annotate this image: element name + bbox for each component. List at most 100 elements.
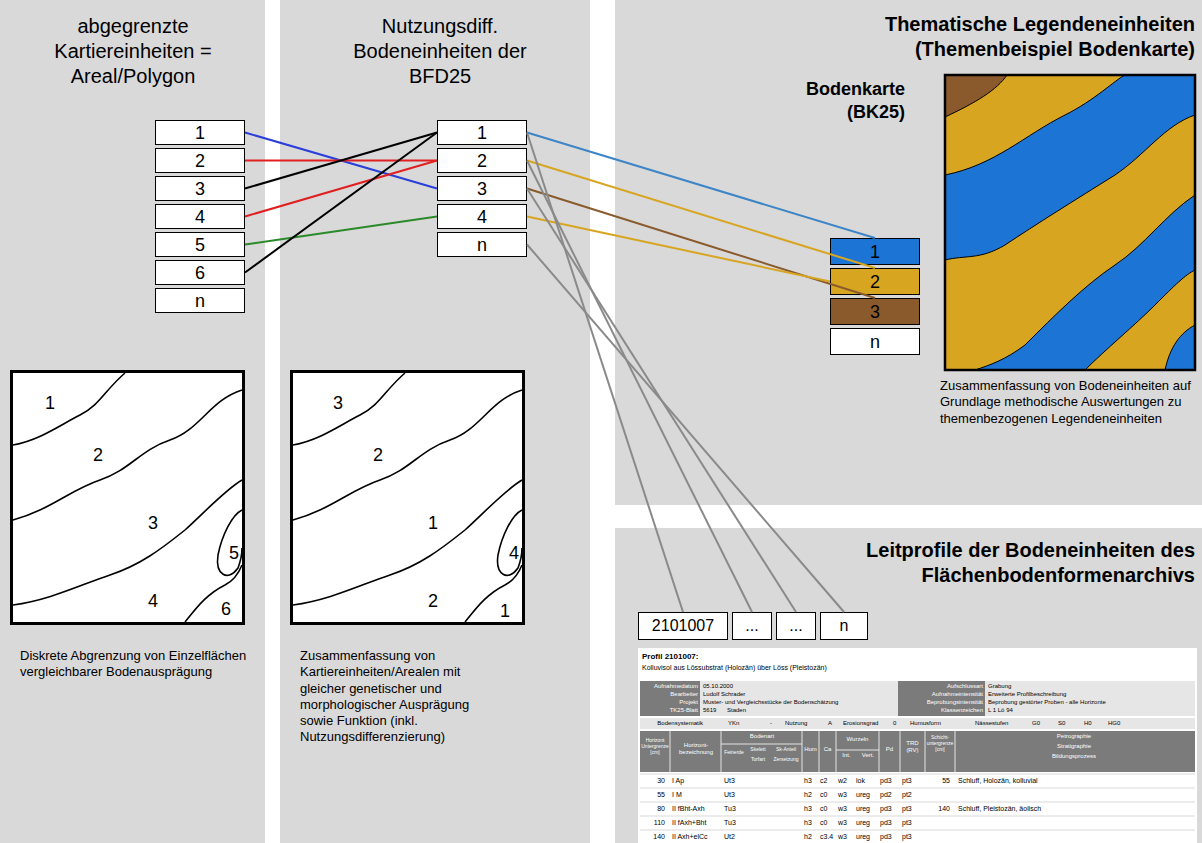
- table-cell: 55: [641, 791, 665, 799]
- table-cell: ureg: [856, 791, 878, 799]
- connector-line: [527, 161, 752, 613]
- unit-box: 1: [830, 238, 920, 265]
- table-cell: Nutzung: [785, 720, 825, 727]
- unit-box: 1: [437, 120, 527, 145]
- area-number: 2: [360, 444, 396, 466]
- table-cell: Torfart: [746, 756, 770, 762]
- panel-text: Thematische Legendeneinheiten (Themenbei…: [805, 12, 1195, 62]
- area-number: 5: [216, 542, 252, 564]
- table-cell: 5619: [703, 707, 723, 714]
- table-cell: 140: [641, 833, 665, 841]
- table-cell: Tu3: [724, 805, 748, 813]
- unit-number: 6: [195, 264, 205, 282]
- table-cell: Ut3: [724, 777, 748, 785]
- table-cell: 140: [926, 805, 950, 813]
- unit-number: n: [477, 236, 487, 254]
- table-cell: Feinerde: [722, 749, 746, 755]
- table-cell: S0: [1058, 720, 1078, 727]
- table-cell: Beprobung gestörter Proben - alle Horizo…: [988, 699, 1193, 706]
- area-number: 3: [135, 512, 171, 534]
- table-cell: I M: [672, 791, 722, 799]
- table-cell: c0: [820, 819, 836, 827]
- panel-text: Zusammenfassung von Bodeneinheiten auf G…: [940, 378, 1195, 427]
- unit-box: n: [155, 288, 245, 313]
- table-cell: Vert.: [857, 752, 879, 759]
- unit-number: 5: [195, 236, 205, 254]
- unit-box: 2: [437, 148, 527, 173]
- table-cell: Zersetzung: [770, 756, 802, 762]
- table-cell: Ut2: [724, 833, 748, 841]
- unit-number: n: [870, 333, 880, 351]
- table-cell: Muster- und Vergleichsstücke der Bodensc…: [703, 699, 898, 706]
- unit-number: n: [195, 292, 205, 310]
- unit-box: n: [437, 232, 527, 257]
- table-cell: Grabung: [988, 683, 1193, 690]
- table-cell: ureg: [856, 833, 878, 841]
- unit-box: 5: [155, 232, 245, 257]
- table-cell: w2: [838, 777, 856, 785]
- table-cell: Staden: [727, 707, 827, 714]
- unit-box: 3: [830, 298, 920, 325]
- area-number: 6: [208, 598, 244, 620]
- unit-number: 4: [477, 208, 487, 226]
- area-number: 1: [487, 600, 523, 622]
- table-cell: G0: [1032, 720, 1052, 727]
- table-cell: Ut3: [724, 791, 748, 799]
- table-cell: w3: [838, 819, 856, 827]
- unit-box: 6: [155, 260, 245, 285]
- table-cell: c2: [820, 777, 836, 785]
- unit-number: 4: [195, 208, 205, 226]
- unit-number: ...: [745, 618, 758, 634]
- table-cell: Schicht-untergrenze [cm]: [925, 734, 955, 752]
- table-cell: Humusform: [910, 720, 960, 727]
- table-cell: Bildungsprozess: [956, 753, 1192, 760]
- table-cell: ureg: [856, 819, 878, 827]
- table-cell: Bearbeiter: [641, 691, 698, 698]
- area-number: 4: [496, 542, 532, 564]
- table-cell: H0: [1084, 720, 1104, 727]
- table-cell: h3: [804, 819, 818, 827]
- table-cell: 0: [893, 720, 903, 727]
- table-cell: Petrographie: [956, 733, 1192, 740]
- table-cell: pd3: [880, 777, 900, 785]
- table-cell: ureg: [856, 805, 878, 813]
- table-cell: Aufnahmeintensität: [900, 691, 983, 698]
- table-cell: Projekt: [641, 699, 698, 706]
- table-cell: Klassenzeichen: [900, 707, 983, 714]
- unit-box: 4: [155, 204, 245, 229]
- table-cell: -: [770, 720, 780, 727]
- unit-box: 3: [437, 176, 527, 201]
- map-kartiereinheiten: [13, 373, 242, 622]
- area-number: 1: [32, 392, 68, 414]
- table-cell: pt3: [902, 819, 924, 827]
- table-cell: Wurzeln: [836, 736, 879, 743]
- panel-text: Bodenkarte (BK25): [780, 78, 905, 123]
- unit-number: ...: [789, 618, 802, 634]
- table-cell: Sk-Anteil: [770, 746, 802, 752]
- table-cell: 30: [641, 777, 665, 785]
- unit-number: 2: [195, 152, 205, 170]
- connector-line: [245, 133, 437, 273]
- table-cell: c0: [820, 805, 836, 813]
- unit-number: 3: [477, 180, 487, 198]
- table-cell: Pd: [879, 746, 900, 753]
- connector-line: [245, 133, 437, 189]
- table-cell: TK25-Blatt: [641, 707, 698, 714]
- table-cell: Schluff, Holozän, kolluvial: [958, 777, 1192, 785]
- table-cell: Bodensystematik: [641, 720, 703, 727]
- table-cell: HG0: [1108, 720, 1133, 727]
- unit-box: n: [830, 328, 920, 355]
- connector-line: [245, 161, 437, 217]
- unit-number: 3: [195, 180, 205, 198]
- table-cell: pt3: [902, 833, 924, 841]
- table-cell: c0: [820, 791, 836, 799]
- table-cell: Ludolf Schrader: [703, 691, 898, 698]
- connector-line: [527, 133, 683, 613]
- profile-table: [638, 648, 1197, 843]
- table-cell: Erweiterte Profilbeschreibung: [988, 691, 1193, 698]
- unit-number: 3: [870, 303, 880, 321]
- table-cell: w3: [838, 791, 856, 799]
- table-cell: 55: [926, 777, 950, 785]
- panel-text: Nutzungsdiff. Bodeneinheiten der BFD25: [335, 14, 545, 89]
